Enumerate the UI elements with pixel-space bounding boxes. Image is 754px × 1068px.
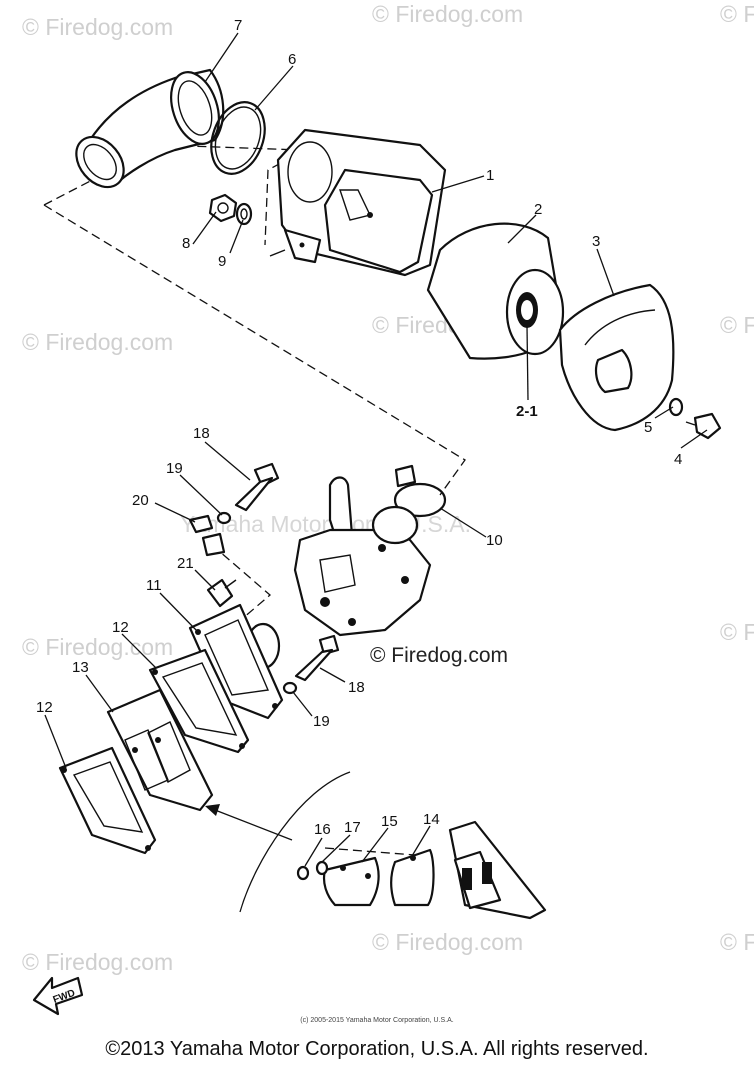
leader-line: [411, 825, 431, 857]
bolt-part: [294, 634, 340, 682]
fitting-part: [206, 578, 237, 608]
callout-16: 16: [314, 821, 331, 838]
screw-part: [685, 412, 722, 440]
washer-part: [216, 511, 232, 525]
callout-12: 12: [112, 619, 129, 636]
leader-line: [44, 714, 67, 769]
callout-labels: 7 6 1 2 3 2-1 5 4 8 9 10 18 19 20 21 11 …: [36, 17, 682, 838]
callout-13: 13: [72, 659, 89, 676]
watermark: © Firedog.com: [22, 329, 173, 355]
forward-arrow-icon: FWD: [32, 976, 84, 1016]
screw-part: [296, 860, 329, 881]
callout-4: 4: [674, 451, 682, 468]
filter-cover-part: [558, 283, 675, 432]
callout-6: 6: [288, 51, 296, 68]
leader-line: [321, 834, 351, 863]
leader-line: [361, 827, 389, 863]
callout-11: 11: [146, 577, 162, 594]
footer-copyright: ©2013 Yamaha Motor Corporation, U.S.A. A…: [105, 1038, 649, 1060]
leader-line: [154, 502, 196, 523]
callout-12: 12: [36, 699, 53, 716]
callout-9: 9: [218, 253, 226, 270]
intake-elbow-part: [75, 68, 225, 189]
washer-part: [282, 681, 298, 695]
watermark: © Firedog.com: [22, 14, 173, 40]
reed-petal-part: [390, 848, 435, 907]
leader-line: [319, 667, 346, 683]
gasket-part: [58, 746, 157, 855]
watermark-layer: © Firedog.com © Firedog.com © Firedog.co…: [22, 1, 754, 975]
reed-valve-part: [106, 688, 214, 812]
leader-line: [254, 65, 294, 111]
reed-stopper-part: [322, 856, 380, 907]
watermark: © Firedog.com: [22, 949, 173, 975]
callout-leaders: [44, 32, 708, 867]
leader-line: [439, 507, 487, 538]
callout-20: 20: [132, 492, 149, 509]
assembly-line: [43, 204, 466, 496]
callout-7: 7: [234, 17, 242, 34]
leader-line: [194, 569, 216, 591]
leader-line: [654, 406, 674, 419]
leader-line: [680, 429, 708, 449]
watermark: © Firedog.com: [720, 929, 754, 955]
o-ring-part: [210, 101, 266, 175]
callout-10: 10: [486, 532, 503, 549]
callout-19: 19: [313, 713, 330, 730]
leader-line: [526, 325, 529, 401]
leader-line: [507, 214, 537, 244]
callout-1: 1: [486, 167, 494, 184]
leader-line: [304, 837, 323, 867]
clip-part: [188, 514, 226, 557]
leader-line: [292, 691, 313, 717]
carburetor-part: [245, 476, 432, 670]
watermark-center: © Firedog.com: [370, 644, 508, 667]
watermark: © Firedog.com: [720, 1, 754, 27]
assembly-line: [199, 544, 271, 656]
watermark: © Firedog.com: [720, 619, 754, 645]
callout-18: 18: [348, 679, 365, 696]
watermark: © Firedog.com: [720, 312, 754, 338]
callout-19: 19: [166, 460, 183, 477]
leader-line: [229, 219, 244, 254]
leader-line: [596, 248, 615, 297]
leader-line: [179, 474, 223, 516]
callout-18: 18: [193, 425, 210, 442]
callout-2-1: 2-1: [516, 403, 538, 420]
leader-line: [192, 211, 217, 245]
leader-line: [121, 633, 157, 669]
callout-3: 3: [592, 233, 600, 250]
leader-line: [204, 32, 239, 83]
callout-17: 17: [344, 819, 361, 836]
leader-line: [159, 592, 199, 633]
callout-8: 8: [182, 235, 190, 252]
small-copyright: (c) 2005-2015 Yamaha Motor Corporation, …: [300, 1017, 454, 1024]
reed-valve-case-part: [448, 820, 547, 920]
hose-clamp-part: [393, 464, 447, 518]
leader-line: [204, 441, 251, 481]
callout-14: 14: [423, 811, 440, 828]
air-box-part: [269, 128, 447, 277]
gasket-part: [148, 648, 250, 754]
washer-part: [668, 397, 684, 417]
callout-5: 5: [644, 419, 652, 436]
callout-21: 21: [177, 555, 194, 572]
bolt-part: [234, 462, 280, 512]
callout-2: 2: [534, 201, 542, 218]
leader-line: [431, 175, 485, 193]
callout-15: 15: [381, 813, 398, 830]
air-filter-part: [426, 222, 565, 360]
watermark: © Firedog.com: [372, 929, 523, 955]
sub-assembly-bracket: [205, 771, 351, 913]
nut-part: [208, 193, 238, 223]
leader-line: [85, 674, 114, 713]
watermark: © Firedog.com: [372, 1, 523, 27]
washer-part: [235, 202, 253, 226]
watermark: © Firedog.com: [22, 634, 173, 660]
